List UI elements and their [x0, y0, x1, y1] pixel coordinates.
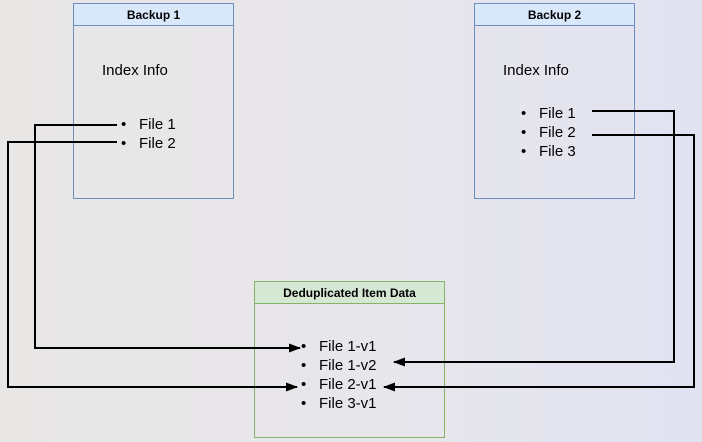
list-item: • File 2-v1 [301, 375, 377, 394]
file-label: File 2 [539, 124, 576, 141]
list-item: • File 3 [521, 142, 576, 161]
file-label: File 1 [139, 116, 176, 133]
backup1-file-list: • File 1 • File 2 [121, 115, 176, 153]
list-item: • File 1 [521, 104, 576, 123]
list-item: • File 1-v1 [301, 337, 377, 356]
bullet-icon: • [521, 105, 527, 122]
bullet-icon: • [121, 135, 127, 152]
bullet-icon: • [521, 143, 527, 160]
list-item: • File 2 [121, 134, 176, 153]
backup1-box: Backup 1 [73, 3, 234, 199]
file-label: File 1 [539, 105, 576, 122]
file-label: File 2-v1 [319, 376, 377, 393]
bullet-icon: • [521, 124, 527, 141]
list-item: • File 2 [521, 123, 576, 142]
backup1-title: Backup 1 [74, 4, 233, 26]
bullet-icon: • [301, 376, 307, 393]
file-label: File 2 [139, 135, 176, 152]
bullet-icon: • [301, 338, 307, 355]
file-label: File 1-v2 [319, 357, 377, 374]
bullet-icon: • [301, 357, 307, 374]
list-item: • File 3-v1 [301, 394, 377, 413]
backup2-box: Backup 2 [474, 3, 635, 199]
bullet-icon: • [121, 116, 127, 133]
file-label: File 3 [539, 143, 576, 160]
list-item: • File 1 [121, 115, 176, 134]
file-label: File 1-v1 [319, 338, 377, 355]
file-label: File 3-v1 [319, 395, 377, 412]
dedup-title: Deduplicated Item Data [255, 282, 444, 304]
backup2-index-info-label: Index Info [503, 62, 569, 79]
dedup-file-list: • File 1-v1 • File 1-v2 • File 2-v1 • Fi… [301, 337, 377, 413]
bullet-icon: • [301, 395, 307, 412]
backup2-file-list: • File 1 • File 2 • File 3 [521, 104, 576, 161]
backup2-title: Backup 2 [475, 4, 634, 26]
list-item: • File 1-v2 [301, 356, 377, 375]
backup1-index-info-label: Index Info [102, 62, 168, 79]
